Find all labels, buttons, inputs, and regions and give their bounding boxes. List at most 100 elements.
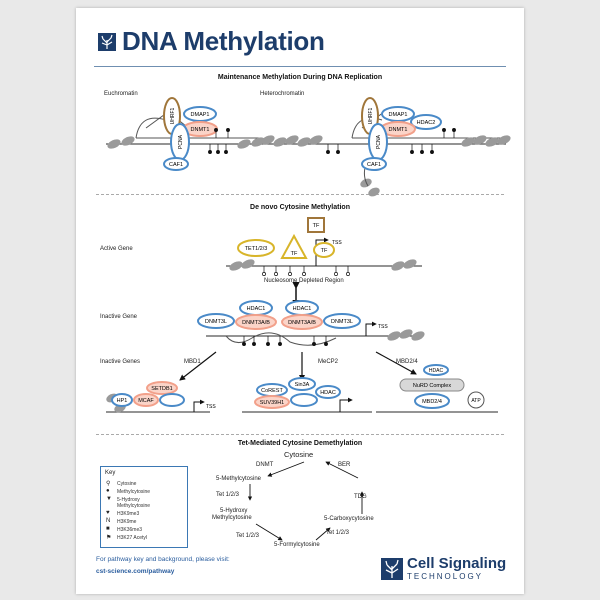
five-hmc-node-2: Methylcytosine (212, 515, 252, 521)
protein-setdb1: SETDB1 (146, 381, 178, 395)
euchromatin-nucleosomes (107, 136, 265, 149)
protein-pcna-heterochromatin: PCNA (368, 123, 388, 161)
section-divider-1 (96, 194, 504, 195)
protein-tet123: TET1/2/3 (237, 239, 275, 257)
key-item-label: Methylcytosine (117, 503, 151, 509)
key-item-hydroxy: ▼ 5-Hydroxy (106, 496, 140, 503)
cst-logo: Cell Signaling TECHNOLOGY (381, 556, 506, 581)
cst-logo-line2: TECHNOLOGY (407, 572, 484, 581)
protein-corest: CoREST (256, 383, 288, 397)
methylcytosine-pin-icon: ● (106, 488, 110, 494)
protein-hp1: HP1 (111, 393, 133, 407)
tet-label-c: Tet 1/2/3 (326, 530, 350, 536)
protein-dnmt3ab-left: DNMT3A/B (235, 314, 277, 330)
protein-dnmt3l-right: DNMT3L (323, 313, 361, 329)
caf1-label-2: CAF1 (367, 162, 381, 168)
protein-tf-triangle: TF (280, 233, 308, 259)
h3k9me-icon: N (106, 518, 111, 524)
dnmt3l-label-2: DNMT3L (331, 319, 353, 325)
tet-cycle-arrows (247, 461, 365, 541)
active-gene-dna (226, 237, 422, 267)
footer-text: For pathway key and background, please v… (96, 556, 230, 563)
five-fc-node: 5-Formylcytosine (274, 542, 320, 548)
key-item-h3k27ac: ⚑H3K27 Acetyl (106, 535, 148, 541)
mbd24-label: MBD2/4 (422, 399, 442, 405)
uhrf1-label-2: UHRF1 (368, 107, 374, 124)
protein-dnmt3l-left: DNMT3L (197, 313, 235, 329)
protein-caf1-heterochromatin: CAF1 (361, 157, 387, 171)
label-ndr: Nucleosome Depleted Region (264, 278, 344, 284)
protein-dnmt3ab-right: DNMT3A/B (281, 314, 323, 330)
inactive-gene-nucleosomes (387, 329, 425, 341)
tet-label-a: Tet 1/2/3 (216, 492, 240, 498)
section-divider-2 (96, 434, 504, 435)
active-gene-cytosines (262, 266, 350, 276)
key-item-label: H3K27 Acetyl (117, 535, 148, 541)
title-divider (94, 66, 506, 67)
ber-label: BER (338, 462, 351, 468)
legend-key: Key ⚲Cytosine ●Methylcytosine ▼5-Hydroxy… (100, 466, 188, 548)
section-title-maintenance: Maintenance Methylation During DNA Repli… (217, 74, 383, 81)
protein-suv39h1: SUV39H1 (254, 395, 290, 409)
label-inactive-gene: Inactive Gene (100, 314, 138, 320)
key-item-cytosine: ⚲Cytosine (106, 481, 136, 487)
protein-hdac1-right: HDAC1 (285, 300, 319, 316)
label-inactive-genes: Inactive Genes (100, 359, 141, 365)
tf-label-1: TF (291, 251, 298, 257)
dmap1-label: DMAP1 (191, 112, 210, 118)
cytosine-pin-icon: ⚲ (106, 481, 111, 487)
protein-tf-square: TF (307, 217, 325, 233)
hdac-label-1: HDAC (320, 390, 336, 396)
nurd-label: NuRD Complex (413, 383, 451, 389)
tf-label-3: TF (313, 223, 320, 229)
tree-logo-icon (98, 32, 116, 51)
hdac-label-2: HDAC (429, 368, 444, 374)
dmap1-label-2: DMAP1 (389, 112, 408, 118)
key-item-label: H3K9me3 (117, 511, 140, 517)
dnmt3ab-label-1: DNMT3A/B (242, 320, 270, 326)
mbd1-complex-dna (106, 399, 210, 413)
protein-dmap1-euchromatin: DMAP1 (183, 106, 217, 122)
corest-label: CoREST (261, 388, 283, 394)
mecp2-complex-dna (242, 397, 372, 413)
protein-hdac2: HDAC2 (410, 114, 442, 130)
protein-dmap1-heterochromatin: DMAP1 (381, 106, 415, 122)
hdac1-label-2: HDAC1 (293, 306, 312, 312)
label-mbd24-path: MBD2/4 (396, 359, 418, 365)
tss-label-inactive: TSS (378, 324, 388, 330)
heterochromatin-methyl-marks (326, 128, 456, 154)
hydroxy-pin-icon: ▼ (106, 496, 112, 502)
protein-mecp2 (290, 393, 318, 407)
pathway-diagram: UHRF1 DMAP1 DNMT1 PCNA CAF1 (106, 97, 511, 541)
key-item-h3k9me3: ♥ H3K9me3 (106, 510, 140, 517)
protein-mcaf: MCAF (133, 393, 159, 407)
protein-caf1-euchromatin: CAF1 (163, 157, 189, 171)
protein-hdac-mbd24: HDAC (423, 364, 449, 376)
dnmt1-label-2: DNMT1 (389, 127, 408, 133)
five-cac-node: 5-Carboxycytosine (324, 516, 374, 522)
h3k9me3-icon: ♥ (106, 510, 110, 516)
page-title: DNA Methylation (122, 26, 325, 56)
section-title-denovo: De novo Cytosine Methylation (250, 204, 350, 211)
tet-label-b: Tet 1/2/3 (236, 533, 260, 539)
euchromatin-methyl-marks (208, 128, 230, 154)
h3k36me3-icon: ■ (106, 526, 110, 532)
protein-tf-oval: TF (313, 242, 335, 258)
atp-circle: ATP (467, 391, 485, 409)
tss-label-mbd1: TSS (206, 404, 216, 410)
hdac2-label: HDAC2 (417, 120, 436, 126)
protein-mbd24: MBD2/4 (414, 393, 450, 409)
heterochromatin-nucleosomes (261, 135, 511, 197)
hdac1-label-1: HDAC1 (247, 306, 266, 312)
footer-link[interactable]: cst-science.com/pathway (96, 568, 175, 575)
key-item-methylcytosine: ●Methylcytosine (106, 488, 150, 495)
branch-arrows (179, 351, 417, 381)
dnmt3l-label-1: DNMT3L (205, 319, 227, 325)
sin3a-label: Sin3A (295, 382, 310, 388)
protein-hdac1-left: HDAC1 (239, 300, 273, 316)
key-item-label: 5-Hydroxy (117, 497, 140, 503)
title-row: DNA Methylation (98, 26, 325, 57)
key-item-label: H3K36me3 (117, 527, 143, 533)
cytosine-node: Cytosine (284, 450, 314, 459)
protein-mbd1 (159, 393, 185, 407)
